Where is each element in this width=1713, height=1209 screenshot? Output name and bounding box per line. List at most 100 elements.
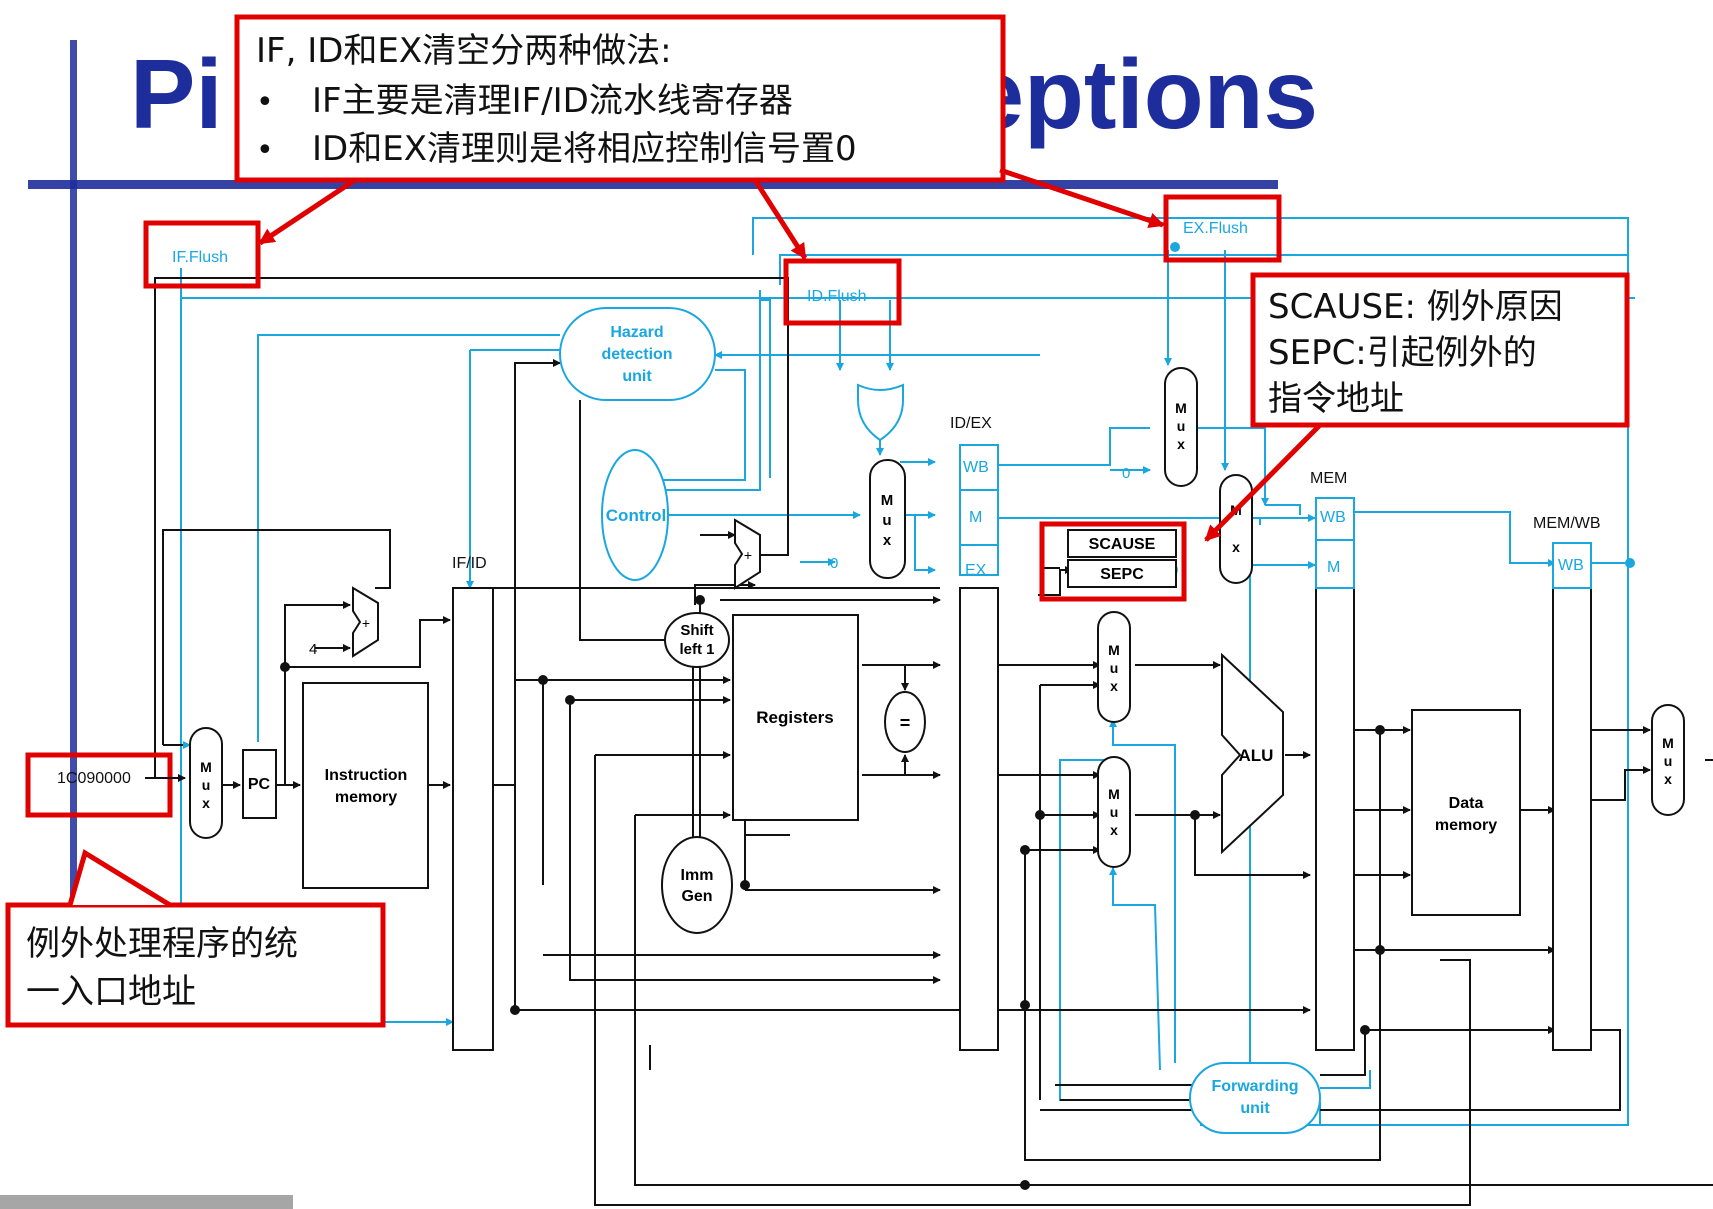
imm-gen-label-1: Imm (681, 867, 714, 884)
alu-mux-b (1097, 756, 1131, 868)
slide-title-left: Pi (130, 39, 223, 149)
sepc-register (1067, 559, 1177, 588)
wb-flush-mux-x: x (1177, 436, 1185, 452)
register-file (732, 614, 859, 821)
wb-flush-mux (1164, 367, 1198, 487)
forwarding-unit (1189, 1062, 1321, 1134)
data-memory-label-2: memory (1435, 817, 1497, 834)
pc-adder (352, 586, 379, 658)
right-callout-line1: SCAUSE: 例外原因 (1268, 287, 1563, 327)
imm-gen-label-2: Gen (681, 888, 712, 905)
alu-mux-b-u: u (1110, 804, 1119, 820)
wb-flush-mux-u: u (1177, 418, 1186, 434)
shift-left-unit (664, 612, 730, 668)
pc-adder-four: 4 (309, 641, 317, 658)
id-ex-label: ID/EX (950, 415, 992, 432)
top-callout-bullet1: IF主要是清理IF/ID流水线寄存器 (312, 81, 793, 121)
bottom-callout-box (5, 902, 386, 1028)
branch-adder-plus: + (744, 547, 752, 563)
ex-mem-wb: WB (1320, 509, 1346, 526)
if-flush-highlight (143, 220, 261, 289)
ex-mem-register (1315, 497, 1355, 1051)
alu-mux-b-x: x (1110, 822, 1118, 838)
id-flush-label: ID.Flush (807, 288, 867, 305)
ex-flush-highlight (1163, 194, 1282, 263)
forwarding-label-1: Forwarding (1211, 1078, 1298, 1095)
ex-flush-label: EX.Flush (1183, 220, 1248, 237)
or-gate (857, 383, 904, 442)
bottom-callout-line1: 例外处理程序的统 (26, 924, 298, 964)
mem-wb-register (1552, 542, 1592, 1051)
equality-comparator (884, 691, 926, 753)
top-callout-box (234, 14, 1006, 183)
alu-label: ALU (1239, 746, 1274, 765)
top-callout-bullet1-glyph: • (256, 85, 274, 120)
writeback-mux (1651, 704, 1685, 816)
control-mux-m: M (881, 492, 894, 509)
data-memory (1411, 709, 1521, 916)
instruction-memory-label-2: memory (335, 789, 397, 806)
forwarding-label-2: unit (1240, 1100, 1270, 1117)
top-callout-line1: IF, ID和EX清空分两种做法: (256, 31, 672, 71)
pc-register (242, 749, 277, 819)
exception-registers-highlight (1039, 521, 1187, 602)
footer-bar (0, 1195, 293, 1209)
mem-wb-wb: WB (1558, 557, 1584, 574)
control-label: Control (606, 506, 666, 525)
shift-left-label-2: left 1 (679, 641, 714, 658)
pc-mux-x: x (202, 795, 210, 811)
hazard-label-2: detection (601, 346, 672, 363)
pc-label: PC (248, 776, 271, 793)
bottom-callout-pointer (67, 849, 172, 908)
right-callout-box (1250, 272, 1630, 428)
right-callout-pointer (1204, 422, 1405, 542)
entry-address-highlight (25, 752, 173, 818)
m-flush-mux (1219, 474, 1253, 584)
pc-mux-m: M (200, 759, 212, 775)
top-callout-bullet2-glyph: • (256, 133, 274, 168)
instruction-memory-label-1: Instruction (325, 767, 408, 784)
id-flush-highlight (783, 258, 902, 326)
bottom-callout-line2: 一入口地址 (26, 972, 196, 1012)
equality-label: = (900, 713, 911, 733)
control-unit (601, 449, 669, 581)
instruction-memory (302, 682, 429, 889)
scause-label: SCAUSE (1089, 536, 1156, 553)
alu (1221, 652, 1284, 855)
if-id-register (452, 587, 494, 1051)
scause-register (1067, 529, 1177, 558)
shift-left-label-1: Shift (680, 622, 713, 639)
id-ex-wb: WB (963, 459, 989, 476)
ex-mem-m: M (1327, 559, 1340, 576)
top-callout-bullet2: ID和EX清理则是将相应控制信号置0 (312, 129, 857, 169)
pc-adder-plus: + (362, 615, 370, 631)
branch-adder (734, 518, 761, 590)
wb-flush-mux-m: M (1175, 400, 1187, 416)
sepc-label: SEPC (1100, 566, 1144, 583)
id-ex-register (959, 444, 999, 1051)
right-callout-line3: 指令地址 (1268, 379, 1404, 419)
alu-mux-a (1097, 611, 1131, 723)
alu-mux-a-m: M (1108, 642, 1120, 658)
top-callout-pointer-ex (999, 167, 1165, 229)
m-flush-mux-x: x (1232, 539, 1240, 555)
alu-mux-a-x: x (1110, 678, 1118, 694)
hazard-detection-unit (559, 307, 716, 401)
ex-mem-label: MEM (1310, 470, 1347, 487)
id-ex-m: M (969, 509, 982, 526)
right-callout-line2: SEPC:引起例外的 (1268, 333, 1537, 373)
registers-label: Registers (756, 708, 833, 727)
wb-flush-zero: 0 (1122, 465, 1130, 482)
control-mux-u: u (882, 512, 891, 529)
control-mux (869, 459, 906, 579)
writeback-mux-x: x (1664, 771, 1672, 787)
id-ex-ex: EX (965, 562, 987, 579)
pc-mux (189, 727, 223, 839)
alu-mux-a-u: u (1110, 660, 1119, 676)
top-callout-pointer-if (258, 177, 357, 246)
mem-wb-label: MEM/WB (1533, 515, 1601, 532)
control-mux-x: x (883, 532, 892, 549)
pc-mux-u: u (202, 777, 211, 793)
entry-address: 1C090000 (57, 770, 131, 787)
